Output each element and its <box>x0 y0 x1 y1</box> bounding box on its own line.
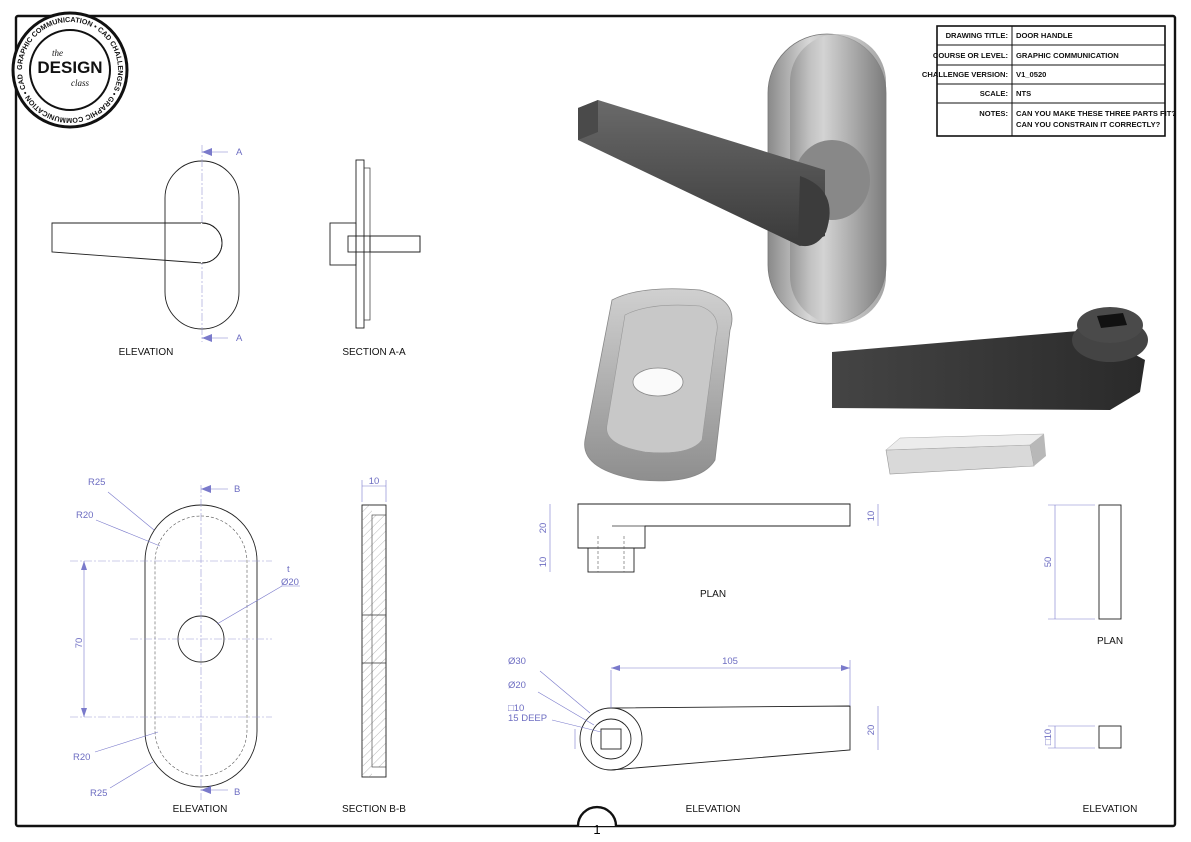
label-elevation-4: ELEVATION <box>1083 804 1138 815</box>
render-spindle <box>885 433 1046 475</box>
tb-val-notes-1: CAN YOU MAKE THESE THREE PARTS FIT? <box>1016 109 1176 118</box>
sheet-number-tab: 1 <box>576 805 618 837</box>
view-plan-spindle: 50 <box>1043 504 1122 620</box>
view-elevation-rose: 70 R25 R20 R20 R25 t Ø20 B B <box>70 477 300 800</box>
dim-r20-bottom: R20 <box>73 752 90 763</box>
render-rose-ring <box>584 288 733 482</box>
section-mark-b-top: B <box>234 484 240 495</box>
label-elevation-2: ELEVATION <box>173 804 228 815</box>
render-lever-square-boss <box>832 307 1148 410</box>
tb-key-scale: SCALE: <box>980 89 1008 98</box>
view-section-bb: 10 <box>361 476 387 778</box>
tb-val-scale: NTS <box>1016 89 1031 98</box>
label-section-bb: SECTION B-B <box>342 804 406 815</box>
tb-key-title: DRAWING TITLE: <box>946 31 1008 40</box>
dim-r25-top: R25 <box>88 477 105 488</box>
label-plan-1: PLAN <box>700 589 726 600</box>
dim-105: 105 <box>722 656 738 667</box>
dim-elev-20: 20 <box>866 725 877 736</box>
dim-plan-20: 20 <box>538 523 549 534</box>
design-class-logo: GRAPHIC COMMUNICATION • CAD CHALLENGES •… <box>0 0 129 129</box>
sheet-number: 1 <box>593 822 600 837</box>
dim-r25-bottom: R25 <box>90 788 107 799</box>
dim-50: 50 <box>1043 557 1054 568</box>
label-elevation-1: ELEVATION <box>119 347 174 358</box>
section-mark-b-bottom: B <box>234 787 240 798</box>
tb-val-version: V1_0520 <box>1016 70 1046 79</box>
view-elevation-spindle: □10 <box>1043 725 1122 749</box>
view-plan-lever: 20 10 10 <box>538 503 879 573</box>
render-backplate <box>767 33 887 325</box>
view-elevation-assembly: A A <box>51 145 243 344</box>
tb-val-notes-2: CAN YOU CONSTRAIN IT CORRECTLY? <box>1016 120 1161 129</box>
dim-plan-10-left: 10 <box>538 557 549 568</box>
dim-15-deep: 15 DEEP <box>508 713 547 724</box>
tb-key-version: CHALLENGE VERSION: <box>922 70 1008 79</box>
view-elevation-lever: 105 20 Ø30 Ø20 □10 15 DEEP <box>508 656 879 771</box>
logo-word-design: DESIGN <box>37 58 102 77</box>
tb-val-title: DOOR HANDLE <box>1016 31 1073 40</box>
label-plan-2: PLAN <box>1097 636 1123 647</box>
dim-70: 70 <box>74 638 85 649</box>
tb-val-course: GRAPHIC COMMUNICATION <box>1016 51 1119 60</box>
render-handle-lever <box>578 100 830 247</box>
dim-r20-top: R20 <box>76 510 93 521</box>
title-block: DRAWING TITLE: DOOR HANDLE COURSE OR LEV… <box>922 25 1176 137</box>
section-mark-a-top: A <box>236 147 243 158</box>
label-section-aa: SECTION A-A <box>342 347 406 358</box>
dim-square10: □10 <box>508 703 524 714</box>
logo-word-the: the <box>52 48 63 58</box>
dim-dia20-elev: Ø20 <box>508 680 526 691</box>
dim-dia20: Ø20 <box>281 577 299 588</box>
dim-plan-10-right: 10 <box>866 511 877 522</box>
logo-word-class: class <box>71 78 89 88</box>
tb-key-course: COURSE OR LEVEL: <box>933 51 1008 60</box>
dim-dia30: Ø30 <box>508 656 526 667</box>
label-elevation-3: ELEVATION <box>686 804 741 815</box>
dim-square10-spindle: □10 <box>1043 729 1054 745</box>
section-mark-a-bottom: A <box>236 333 243 344</box>
dim-10-thick: 10 <box>369 476 380 487</box>
dim-t: t <box>287 564 290 575</box>
view-section-aa <box>329 159 421 329</box>
tb-key-notes: NOTES: <box>979 109 1008 118</box>
